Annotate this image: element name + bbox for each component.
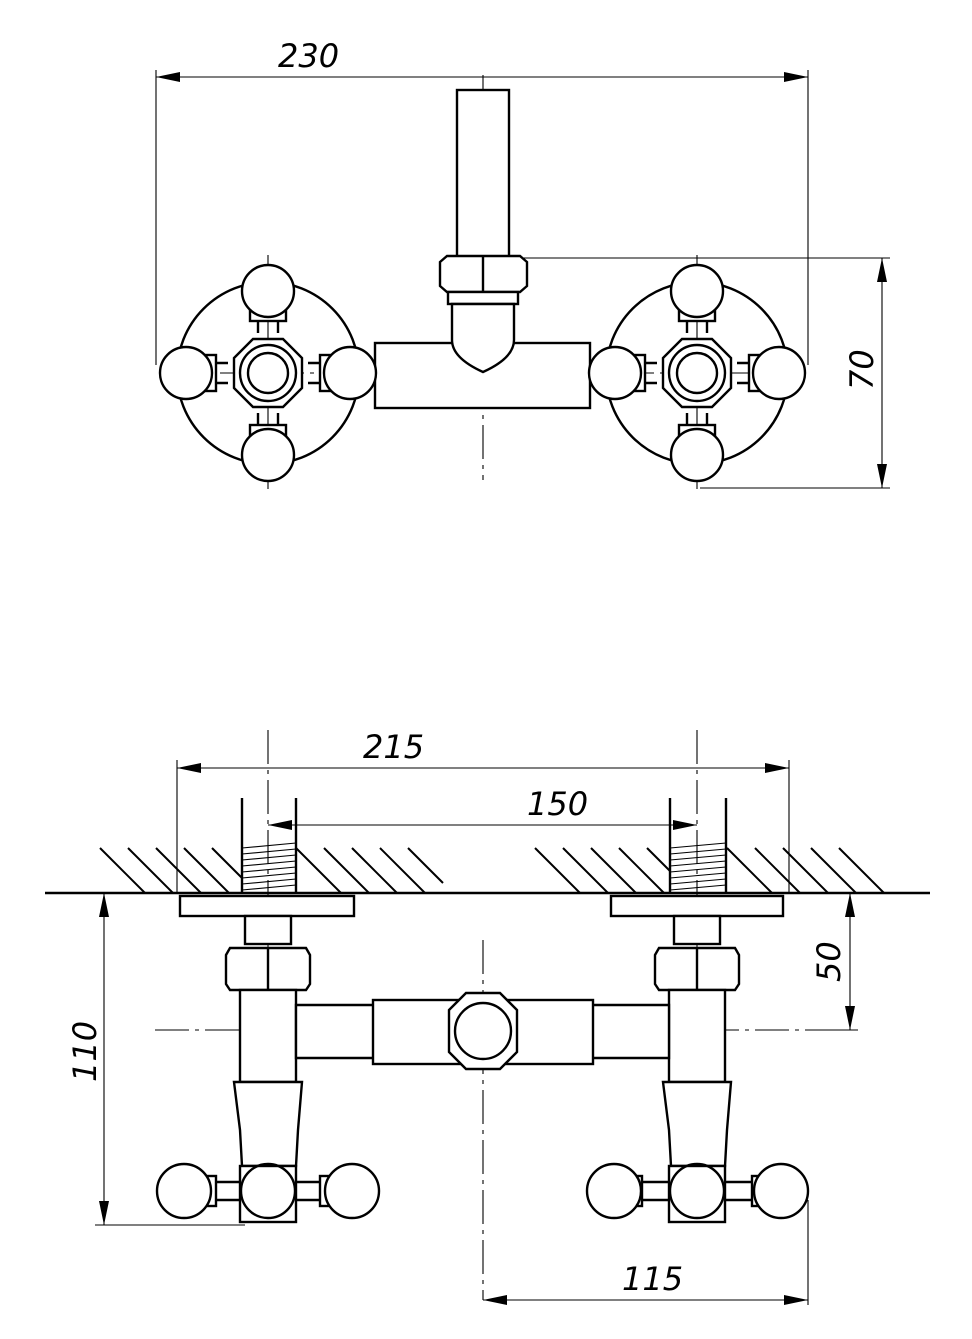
dim-label-50: 50	[810, 941, 848, 982]
dimension-50: 50	[790, 892, 858, 1031]
dimension-110: 110	[66, 893, 245, 1226]
dim-label-115: 115	[622, 1260, 683, 1298]
dim-label-230: 230	[278, 37, 339, 75]
front-view: 230 70	[155, 37, 890, 495]
plan-view: 215 150 50 110 115	[45, 728, 930, 1305]
spout-hex-nut	[447, 991, 519, 1071]
left-threaded-inlet	[240, 798, 298, 893]
left-wall-flange	[178, 894, 356, 918]
dim-label-70: 70	[843, 349, 881, 390]
left-valve-assembly	[155, 894, 381, 1224]
right-connecting-pipe	[588, 1003, 671, 1060]
dimension-115: 115	[483, 1200, 809, 1305]
dimension-215: 215	[176, 728, 790, 893]
right-wall-flange	[609, 894, 785, 918]
dim-label-110: 110	[66, 1021, 104, 1082]
dimension-150: 150	[268, 785, 697, 830]
left-connecting-pipe	[294, 1003, 378, 1060]
wall-hatching-left	[99, 847, 444, 894]
dim-label-150: 150	[527, 785, 588, 823]
right-valve-assembly	[585, 894, 810, 1224]
right-valve-body	[661, 1080, 733, 1168]
dim-label-215: 215	[363, 728, 424, 766]
dimension-70: 70	[518, 257, 890, 489]
left-valve-body	[232, 1080, 304, 1168]
spout	[438, 88, 529, 374]
left-cross-handle	[158, 263, 378, 483]
right-cross-handle	[587, 263, 807, 483]
right-threaded-inlet	[668, 798, 728, 893]
dimension-230: 230	[155, 37, 809, 365]
wall-hatching-right	[534, 847, 885, 894]
